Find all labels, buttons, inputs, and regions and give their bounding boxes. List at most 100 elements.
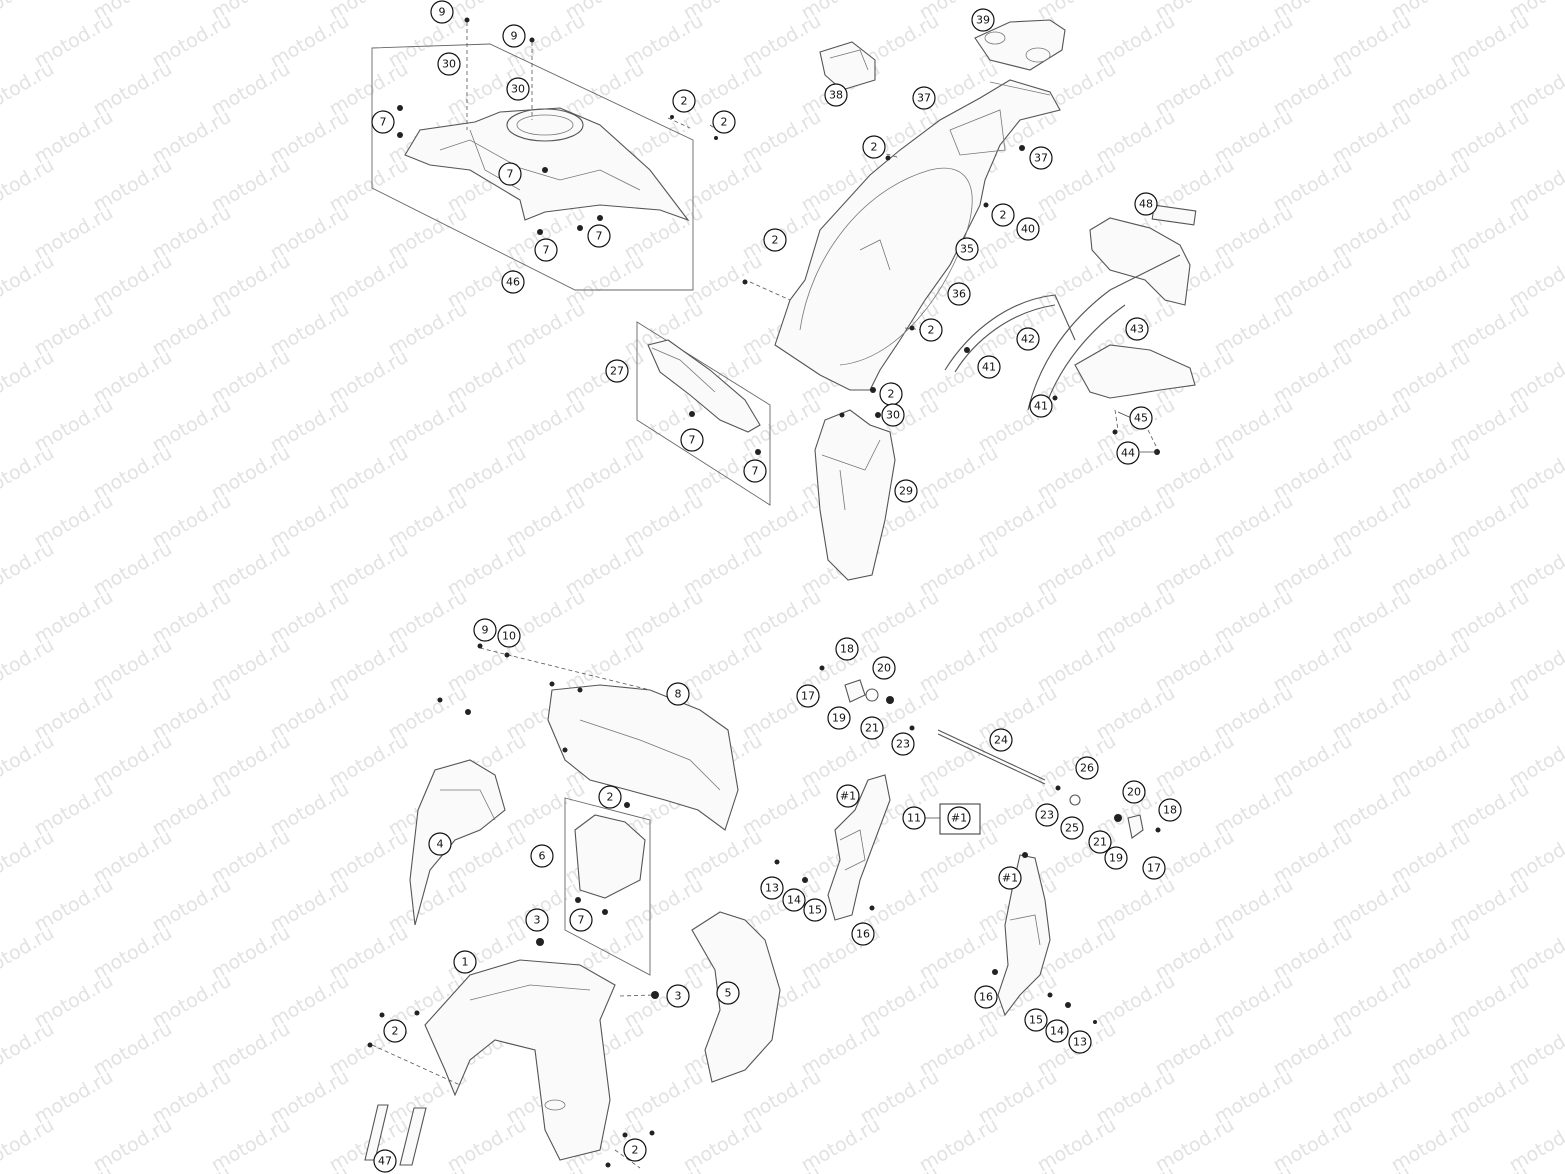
callout-circle	[672, 89, 696, 113]
callout-label: 47	[378, 1155, 392, 1168]
watermark-text: motod.ru	[1211, 1162, 1297, 1174]
callout-circle	[383, 1019, 407, 1043]
watermark-text: motod.ru	[0, 250, 58, 313]
callout-circle	[506, 77, 530, 101]
watermark-text: motod.ru	[739, 1162, 825, 1174]
callout-15: 15	[803, 898, 827, 922]
callout-label: 2	[928, 324, 935, 337]
callout-18: 18	[835, 637, 859, 661]
callout-label: 11	[907, 812, 921, 825]
callout-label: 43	[1130, 323, 1144, 336]
callout-circle	[782, 888, 806, 912]
callout-circle	[919, 318, 943, 342]
callout-circle	[902, 806, 926, 830]
callout-9: 9	[430, 0, 454, 24]
callout-circle	[894, 479, 918, 503]
callout-circle	[497, 624, 521, 648]
callout-circle	[971, 8, 995, 32]
callout-circle	[623, 1138, 647, 1162]
callout-25: 25	[1060, 816, 1084, 840]
callout-43: 43	[1125, 317, 1149, 341]
callout-label: 2	[871, 141, 878, 154]
callout-circle	[680, 428, 704, 452]
watermark-text: motod.ru	[0, 1114, 58, 1174]
callout-2: 2	[623, 1138, 647, 1162]
callout-circle	[851, 922, 875, 946]
watermark-text: motod.ru	[1447, 1162, 1533, 1174]
callout-7: 7	[743, 459, 767, 483]
callout-circle	[991, 203, 1015, 227]
callout-circle	[827, 706, 851, 730]
callout-circle	[796, 684, 820, 708]
watermark-text: motod.ru	[149, 1162, 235, 1174]
line-art	[364, 17, 1197, 1169]
callout-14: 14	[1045, 1019, 1069, 1043]
callout-circle	[1035, 803, 1059, 827]
callout-circle	[1029, 146, 1053, 170]
callout-1: 1	[453, 950, 477, 974]
callout-label: 16	[979, 991, 993, 1004]
mirror-arm-right-part	[997, 854, 1051, 1017]
watermark-text: motod.ru	[0, 58, 58, 121]
tank-cap-opening	[506, 108, 584, 142]
callout-label: 13	[1073, 1036, 1087, 1049]
callout-2: 2	[862, 135, 886, 159]
callout-circle	[1016, 217, 1040, 241]
callout-label: 23	[1040, 809, 1054, 822]
callout-circle	[836, 784, 860, 808]
callout-label: 42	[1021, 333, 1035, 346]
callout-label: 14	[787, 894, 801, 907]
callout-circle	[1125, 317, 1149, 341]
callout-2: 2	[383, 1019, 407, 1043]
callout-circle	[989, 728, 1013, 752]
callout-circle	[891, 732, 915, 756]
callout-17: 17	[796, 684, 820, 708]
callout-label: 21	[865, 722, 879, 735]
watermark-text: motod.ru	[0, 826, 58, 889]
callout-8: 8	[666, 682, 690, 706]
callout-label: 2	[1000, 209, 1007, 222]
callout-label: 37	[1034, 152, 1048, 165]
watermark-text: motod.ru	[1329, 1162, 1415, 1174]
callout-label: 15	[808, 904, 822, 917]
watermark-text: motod.ru	[0, 730, 58, 793]
callout-5: 5	[716, 981, 740, 1005]
fasteners	[367, 17, 1161, 1168]
callout-label: 2	[772, 234, 779, 247]
panel-6-part	[574, 814, 646, 899]
callout-circle	[1134, 192, 1158, 216]
callout-label: 19	[832, 712, 846, 725]
callout-3: 3	[525, 908, 549, 932]
callout-label: 16	[856, 928, 870, 941]
callout-circle	[1129, 406, 1153, 430]
callout-label: #1	[951, 812, 967, 825]
callout-label: 9	[482, 624, 489, 637]
callout-16: 16	[851, 922, 875, 946]
callout-37: 37	[1029, 146, 1053, 170]
callout-circle	[803, 898, 827, 922]
callout-21: 21	[860, 716, 884, 740]
callout-label: 2	[721, 116, 728, 129]
callout-circle	[712, 110, 736, 134]
callout-circle	[1158, 798, 1182, 822]
watermark-text: motod.ru	[1093, 1162, 1179, 1174]
callout-circle	[1104, 846, 1128, 870]
callout-circle	[1122, 780, 1146, 804]
callout-label: 5	[725, 987, 732, 1000]
callout-label: 6	[539, 850, 546, 863]
callout-23: 23	[1035, 803, 1059, 827]
callout-label: 2	[607, 791, 614, 804]
tail-rack-40-part	[1089, 217, 1191, 306]
callout-assembly-1: #1	[947, 806, 971, 830]
callout-label: 40	[1021, 223, 1035, 236]
callout-label: 30	[886, 409, 900, 422]
callout-label: 2	[392, 1025, 399, 1038]
callout-label: 18	[1163, 804, 1177, 817]
callout-label: 41	[1034, 400, 1048, 413]
callout-label: 4	[437, 838, 444, 851]
callout-label: 19	[1109, 852, 1123, 865]
callout-label: 30	[442, 58, 456, 71]
callout-label: 7	[578, 914, 585, 927]
callout-label: 8	[675, 688, 682, 701]
